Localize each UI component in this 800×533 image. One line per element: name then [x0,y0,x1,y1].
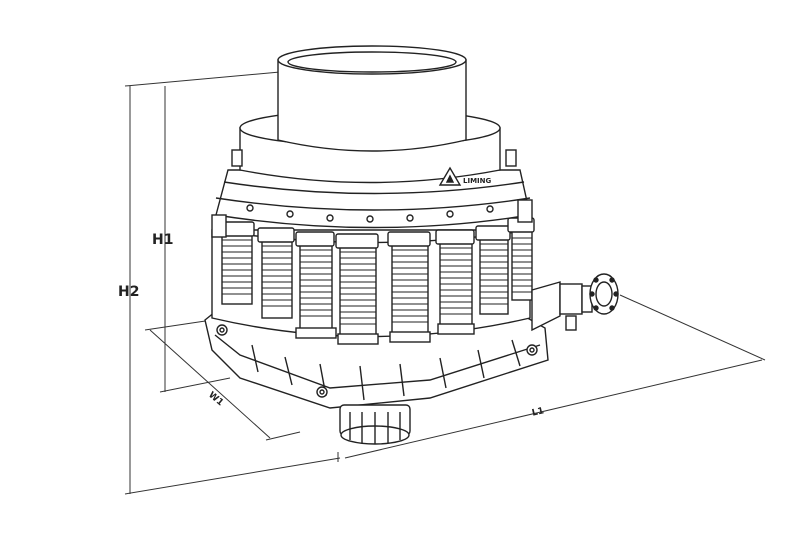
ring-bolts [246,204,494,223]
feed-hopper [277,59,467,152]
frame-brackets [211,149,533,238]
spring-caps [217,217,535,249]
bottom-gear-hub [339,404,411,445]
drive-shaft [531,273,619,332]
h2-label: H2 [118,284,139,300]
l1-dimension-line [344,359,763,459]
w1-dimension-line [149,329,271,439]
h1-label: H1 [152,232,173,248]
hopper-rim [277,45,467,75]
brand-logo [438,166,462,186]
spring-columns [221,229,533,337]
coupling-flange [589,273,619,315]
w1-label: W1 [206,390,225,408]
brand-mark-text: LIMING [463,177,491,185]
crusher-machine: LIMING [204,45,619,445]
spring-bottom-nuts [295,323,475,345]
dimension-lines [124,71,766,495]
l1-label: L1 [531,406,545,418]
